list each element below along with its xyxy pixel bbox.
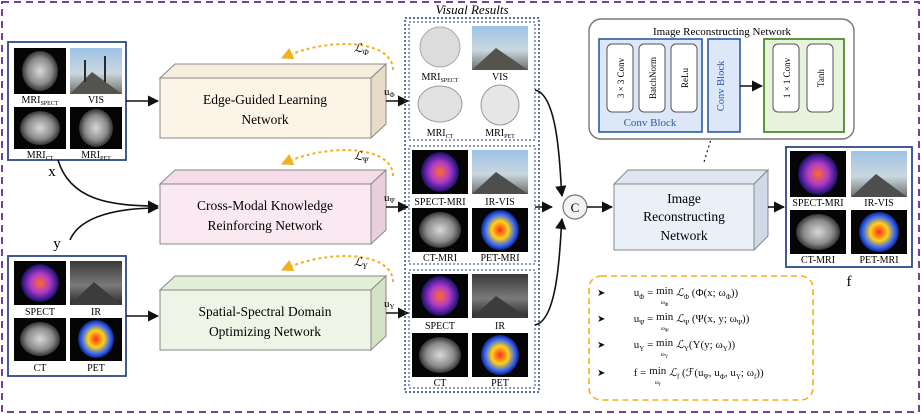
result1-label-mri-spect: MRISPECT <box>422 72 459 84</box>
thumb-result-mri-ct <box>417 85 463 123</box>
result3-label-ct: CT <box>434 378 447 389</box>
input-var-y: y <box>53 236 61 252</box>
arrow-x-to-net2 <box>57 159 160 212</box>
recon-title-line2: Reconstructing <box>643 209 725 224</box>
net2-title-line2: Reinforcing Network <box>207 218 322 233</box>
arrow-results3-to-concat <box>534 217 567 326</box>
result1-label-mri-ct: MRICT <box>427 128 454 140</box>
result2-label-ct-mri: CT-MRI <box>423 253 457 264</box>
input-label-mri-spect: MRISPECT <box>22 95 59 107</box>
output-label-ir-vis: IR-VIS <box>864 198 893 209</box>
conv-layer-batchnorm: BatchNorm <box>648 57 658 99</box>
input-label-mri-ct: MRICT <box>27 150 54 162</box>
conv-layer-3x3: 3 × 3 Conv <box>616 57 626 98</box>
network-box-cross-modal: Cross-Modal Knowledge Reinforcing Networ… <box>158 168 388 246</box>
final-layer-tanh: Tanh <box>816 69 826 87</box>
loss-label-upsilon: ℒΥ <box>354 255 369 271</box>
thumb-result-mri-pet <box>480 84 520 126</box>
result3-label-spect: SPECT <box>425 321 455 332</box>
net2-title-line1: Cross-Modal Knowledge <box>197 198 333 213</box>
visual-results-title: Visual Results <box>435 2 508 17</box>
thumb-result-mri-spect <box>419 26 461 68</box>
input-panel-bottom: SPECT IR CT PET <box>7 255 127 377</box>
input-label-mri-pet: MRIPET <box>81 150 111 162</box>
loss-label-phi: ℒΦ <box>354 41 369 57</box>
result1-label-vis: VIS <box>492 72 508 83</box>
net1-title-line1: Edge-Guided Learning <box>203 92 327 107</box>
output-label-pet-mri: PET-MRI <box>859 255 898 266</box>
recon-network-box: Image Reconstructing Network <box>612 168 770 252</box>
irn-panel: Image Reconstructing Network 3 × 3 Conv … <box>588 18 855 140</box>
network-box-edge-guided: Edge-Guided Learning Network <box>158 62 388 140</box>
result1-label-mri-pet: MRIPET <box>485 128 515 140</box>
loss-arrow-phi <box>280 43 394 71</box>
net3-title-line1: Spatial-Spectral Domain <box>198 304 331 319</box>
output-label-ct-mri: CT-MRI <box>801 255 835 266</box>
arrow-y-to-net2 <box>69 202 160 241</box>
irn-panel-title: Image Reconstructing Network <box>653 26 792 38</box>
conv-block-label: Conv Block <box>624 117 677 129</box>
input-panel-top: MRISPECT VIS MRICT MRIPET <box>7 41 127 162</box>
result3-label-pet: PET <box>491 378 509 389</box>
network-box-spatial-spectral: Spatial-Spectral Domain Optimizing Netwo… <box>158 274 388 352</box>
formula-box <box>588 275 814 401</box>
output-label-u-upsilon: uΥ <box>384 298 395 311</box>
loss-arrow-upsilon <box>280 255 394 283</box>
input-var-x: x <box>48 164 56 180</box>
input-label-spect: SPECT <box>25 307 55 318</box>
loss-arrow-psi <box>280 149 394 177</box>
input-label-ir: IR <box>91 307 101 318</box>
result2-label-spect-mri: SPECT-MRI <box>414 197 465 208</box>
input-label-pet: PET <box>87 363 105 374</box>
result3-label-ir: IR <box>495 321 505 332</box>
recon-title-line1: Image <box>667 191 701 206</box>
output-label-u-phi: uΦ <box>384 86 395 99</box>
input-label-vis: VIS <box>88 95 104 106</box>
net3-title-line2: Optimizing Network <box>209 324 321 339</box>
output-label-spect-mri: SPECT-MRI <box>792 198 843 209</box>
visual-results-frame <box>404 17 540 393</box>
conv-block-side-label: Conv Block <box>716 60 727 111</box>
result2-label-ir-vis: IR-VIS <box>485 197 514 208</box>
output-label-u-psi: uΨ <box>384 192 396 205</box>
output-var-f: f <box>847 274 852 290</box>
dashed-link-panel-to-recon <box>703 135 713 163</box>
final-layer-1x1: 1 × 1 Conv <box>782 57 792 98</box>
conv-layer-relu: ReLu <box>680 68 690 88</box>
input-label-ct: CT <box>34 363 47 374</box>
concat-symbol: C <box>571 200 580 215</box>
arrow-results1-to-concat <box>534 89 567 198</box>
output-panel: SPECT-MRI IR-VIS CT-MRI PET-MRI <box>785 146 913 268</box>
loss-label-psi: ℒΨ <box>354 149 370 165</box>
recon-title-line3: Network <box>660 228 707 243</box>
net1-title-line2: Network <box>241 112 288 127</box>
result2-label-pet-mri: PET-MRI <box>480 253 519 264</box>
